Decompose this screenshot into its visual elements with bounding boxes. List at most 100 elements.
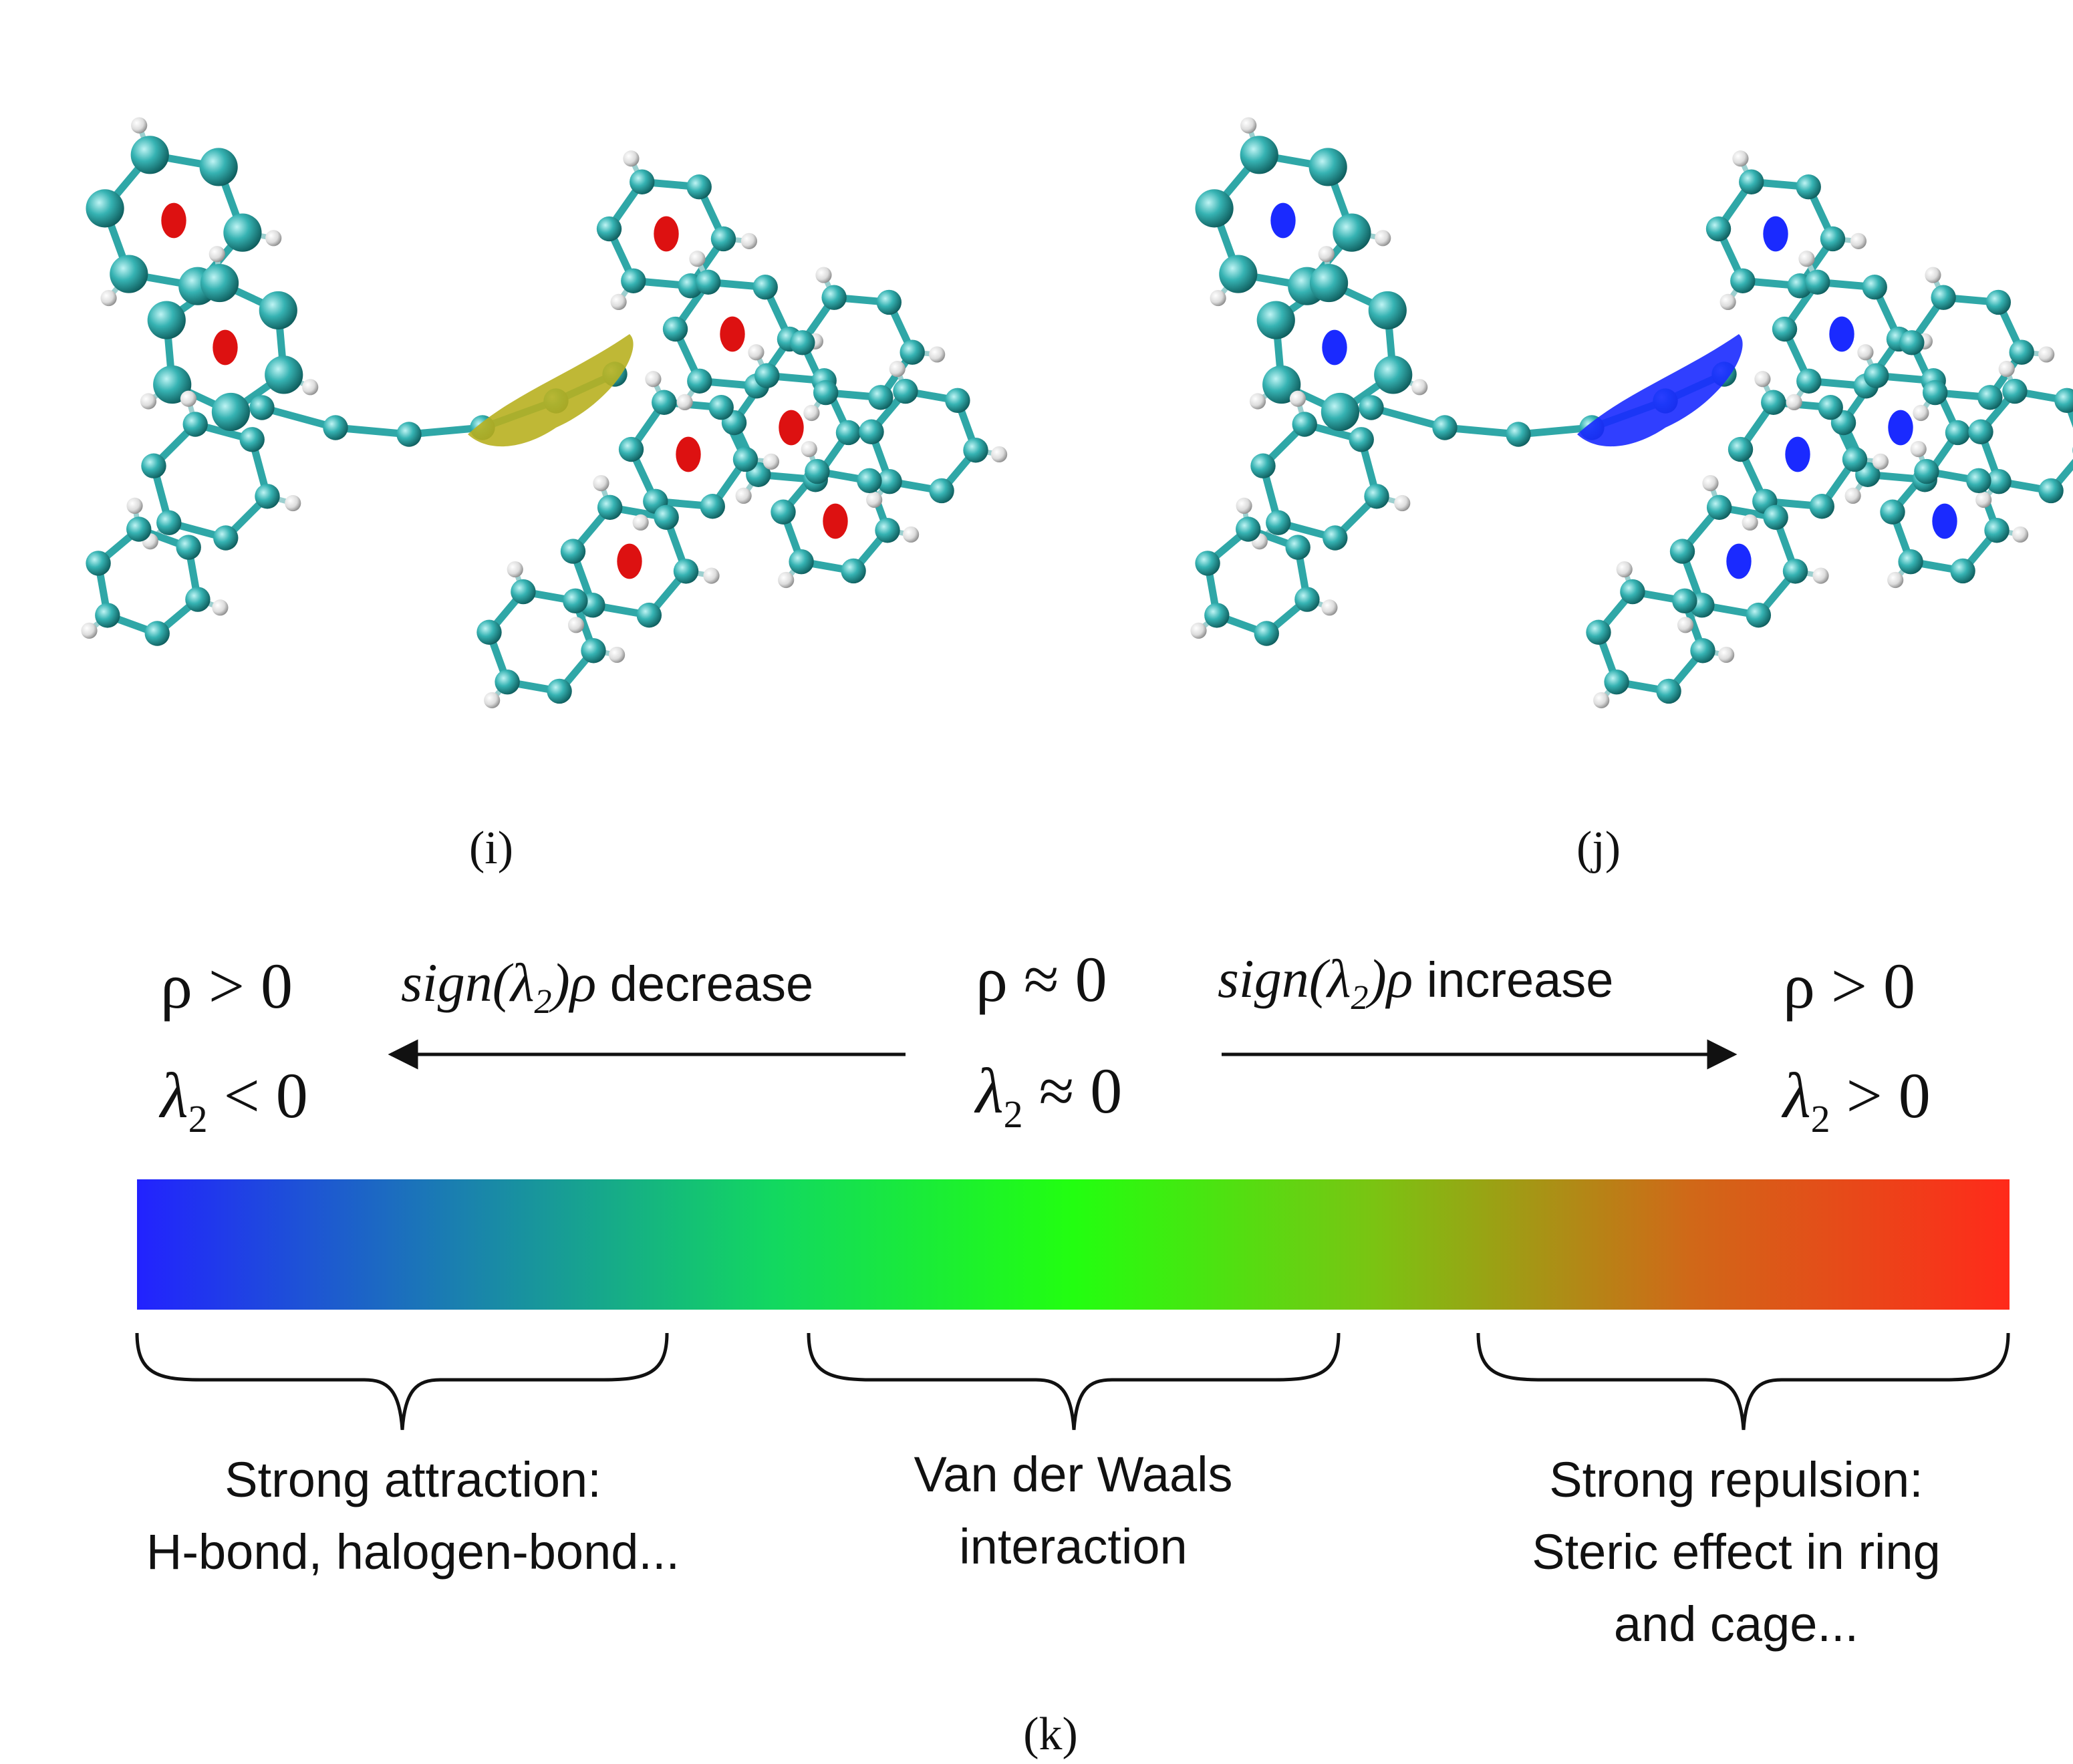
brace-vdw (807, 1332, 1341, 1431)
hydrogen-atom (1289, 390, 1306, 407)
hydrogen-atom (180, 390, 197, 407)
hydrogen-atom (1677, 617, 1694, 633)
carbon-atom (1620, 579, 1645, 605)
carbon-atom (476, 619, 502, 645)
center-lambda-rel: ≈ 0 (1023, 1055, 1123, 1127)
hydrogen-atom (1913, 404, 1929, 422)
carbon-atom (893, 378, 918, 404)
carbon-atom (156, 510, 182, 535)
attraction-line-2: H-bond, halogen-bond... (146, 1524, 680, 1580)
carbon-atom (1985, 289, 2012, 315)
left-lambda-rel: < 0 (208, 1060, 308, 1131)
carbon-atom (636, 602, 662, 628)
carbon-atom (1294, 587, 1320, 612)
scale-right-conditions: ρ > 0 λ2 > 0 (1781, 950, 1931, 1141)
carbon-atom (130, 136, 169, 174)
hydrogen-atom (763, 453, 780, 470)
carbon-atom (563, 588, 588, 614)
hydrogen-atom (126, 497, 143, 514)
hydrogen-atom (623, 150, 640, 167)
hydrogen-atom (632, 514, 649, 531)
carbon-atom (182, 412, 208, 437)
carbon-atom (126, 517, 152, 542)
carbon-atom (2054, 388, 2073, 414)
hydrogen-atom (889, 360, 906, 378)
vdw-line-1: Van der Waals (914, 1447, 1232, 1502)
carbon-atom (1820, 226, 1846, 252)
carbon-atom (1796, 368, 1822, 394)
hydrogen-atom (302, 379, 319, 396)
carbon-atom (686, 174, 712, 200)
carbon-atom (2009, 339, 2034, 365)
carbon-atom (621, 268, 646, 293)
carbon-atom (1782, 559, 1808, 584)
carbon-atom (1262, 365, 1301, 404)
carbon-atom (1950, 558, 1975, 584)
hydrogen-atom (803, 404, 820, 422)
hydrogen-atom (676, 394, 693, 411)
hydrogen-atom (567, 617, 585, 633)
hydrogen-atom (265, 230, 282, 247)
carbon-atom (821, 285, 847, 310)
svg-text:λ2 < 0: λ2 < 0 (158, 1060, 308, 1141)
carbon-atom (1604, 669, 1629, 695)
attraction-line-1: Strong attraction: (225, 1452, 601, 1507)
carbon-atom (1945, 420, 1971, 446)
hydrogen-atom (1702, 474, 1719, 492)
carbon-atom (185, 587, 211, 612)
atom-spheres (81, 117, 1008, 709)
ring-isosurface (676, 436, 701, 472)
scale-left-conditions: ρ > 0 λ2 < 0 (158, 950, 308, 1141)
carbon-atom (1862, 275, 1887, 300)
carbon-atom (1432, 415, 1458, 440)
carbon-atom (153, 365, 192, 404)
carbon-atom (1914, 458, 1939, 484)
carbon-atom (1796, 174, 1821, 200)
carbon-atom (732, 446, 758, 472)
carbon-atom (147, 301, 186, 339)
carbon-atom (200, 263, 239, 303)
hydrogen-atom (209, 246, 225, 263)
carbon-atom (1864, 363, 1889, 388)
carbon-atom (110, 255, 148, 293)
repulsion-line-1: Strong repulsion: (1549, 1452, 1923, 1507)
ring-isosurface (1763, 216, 1788, 252)
ring-isosurface (779, 410, 804, 446)
increase-expr-a: sign(λ (1218, 948, 1351, 1009)
hydrogen-atom (212, 599, 229, 616)
carbon-atom (495, 669, 520, 695)
carbon-atom (929, 478, 954, 504)
carbon-atom (141, 453, 166, 478)
carbon-atom (652, 390, 677, 415)
hydrogen-atom (1240, 117, 1257, 134)
hydrogen-atom (608, 646, 626, 664)
hydrogen-atom (1850, 233, 1867, 249)
carbon-atom (771, 499, 796, 525)
hydrogen-atom (1321, 599, 1338, 616)
carbon-atom (700, 494, 725, 519)
svg-text:λ2 ≈ 0: λ2 ≈ 0 (974, 1055, 1122, 1136)
carbon-atom (696, 269, 721, 295)
left-rho-condition: ρ > 0 (160, 950, 293, 1022)
ring-isosurface (1932, 503, 1957, 539)
carbon-atom (1899, 330, 1925, 355)
carbon-atom (877, 468, 902, 494)
carbon-atom (754, 363, 780, 388)
hydrogen-atom (866, 491, 883, 508)
carbon-atom (1672, 588, 1697, 614)
hydrogen-atom (2038, 346, 2055, 363)
carbon-atom (1308, 148, 1347, 186)
hydrogen-atom (1742, 514, 1758, 531)
hydrogen-atom (2012, 526, 2029, 543)
hydrogen-atom (131, 117, 148, 134)
hydrogen-atom (1998, 360, 2015, 378)
hydrogen-atom (1844, 487, 1861, 504)
decrease-expr-a: sign(λ (401, 952, 535, 1013)
carbon-atom (1977, 385, 2003, 410)
ring-isosurface (1322, 329, 1347, 365)
increase-expr-sub: 2 (1351, 979, 1369, 1017)
hydrogen-atom (748, 344, 765, 361)
hydrogen-atom (1798, 251, 1815, 267)
increase-word: increase (1413, 952, 1613, 1008)
carbon-atom (1761, 390, 1786, 415)
